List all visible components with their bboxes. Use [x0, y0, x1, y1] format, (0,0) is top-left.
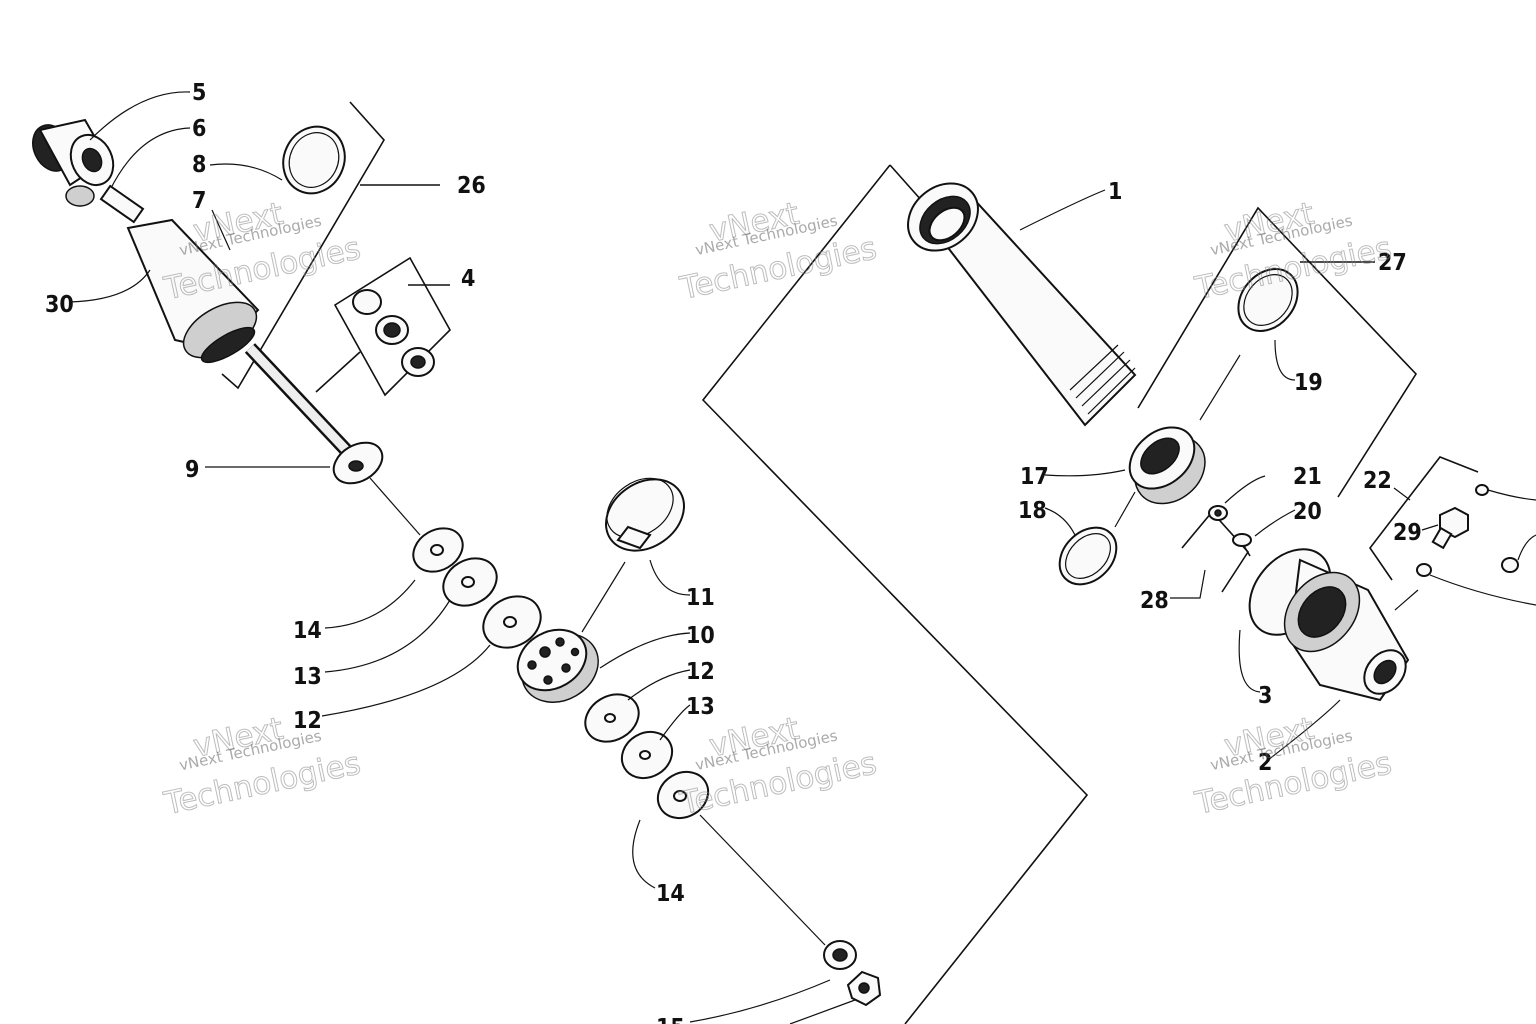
bracket-22 — [1369, 456, 1479, 581]
leader-10 — [599, 632, 691, 669]
part-19-seal — [1237, 268, 1299, 332]
callout-7: 7 — [192, 188, 206, 214]
leader-20 — [1254, 509, 1296, 537]
callout-8: 8 — [192, 152, 206, 178]
part-2-reservoir-body — [1283, 558, 1410, 702]
part-17-end-cap — [1128, 426, 1206, 505]
callout-15: 15 — [656, 1015, 685, 1024]
callout-1: 1 — [1108, 179, 1122, 205]
callout-20: 20 — [1293, 499, 1322, 525]
leader-22 — [1393, 487, 1411, 501]
bracket-27 — [1137, 206, 1418, 498]
callout-2: 2 — [1258, 750, 1272, 776]
callout-30: 30 — [45, 292, 74, 318]
callout-3: 3 — [1258, 683, 1272, 709]
leader-15-b — [789, 999, 856, 1024]
part-1-cylinder-body — [907, 182, 1137, 427]
watermark: vNext vNext Technologies Technologies — [160, 195, 364, 307]
leader-13-b — [659, 704, 691, 741]
leader-3 — [1238, 629, 1261, 693]
leader-6 — [109, 127, 191, 191]
watermarks: vNext vNext Technologies Technologies vN… — [160, 195, 1395, 823]
part-8-seal-ring — [282, 125, 346, 195]
reservoir-assembly — [1044, 206, 1536, 761]
part-20-screw — [1232, 533, 1252, 557]
callout-9: 9 — [185, 457, 199, 483]
lower-shim-stack — [584, 693, 710, 820]
watermark: vNext vNext Technologies Technologies — [676, 195, 880, 307]
leader-8 — [209, 163, 283, 181]
leader-12-a — [321, 644, 491, 717]
leader-28 — [1170, 569, 1206, 599]
leader-19 — [1274, 339, 1296, 381]
leader-1 — [1019, 189, 1106, 231]
leader-14-a — [324, 579, 416, 629]
callout-14-b: 14 — [656, 881, 685, 907]
part-11-piston-ring — [605, 477, 685, 552]
callout-12-b: 12 — [686, 659, 715, 685]
leader-17 — [1044, 469, 1126, 477]
callout-4: 4 — [461, 266, 475, 292]
part-30-rod-end — [99, 184, 260, 364]
leader-29 — [1421, 524, 1439, 531]
callout-17: 17 — [1020, 464, 1049, 490]
callout-6: 6 — [192, 116, 206, 142]
leader-30 — [69, 269, 151, 303]
bracket-main — [701, 164, 1089, 1024]
callout-28: 28 — [1140, 588, 1169, 614]
part-18-ring — [1058, 526, 1118, 586]
part-10-piston — [516, 628, 599, 703]
leader-2 — [1267, 699, 1341, 761]
callout-27: 27 — [1378, 250, 1407, 276]
callout-12-a: 12 — [293, 708, 322, 734]
callout-11: 11 — [686, 585, 715, 611]
callout-5: 5 — [192, 80, 206, 106]
leader-12-b — [627, 669, 691, 701]
callout-10: 10 — [686, 623, 715, 649]
callout-18: 18 — [1018, 498, 1047, 524]
callout-13-b: 13 — [686, 694, 715, 720]
part-15-nut — [823, 940, 882, 1007]
part-5-eye-cap — [32, 118, 115, 207]
leader-14-b — [632, 819, 656, 889]
shim-stack — [412, 527, 542, 649]
leader-7 — [211, 209, 231, 251]
watermark: vNext vNext Technologies Technologies — [160, 710, 364, 822]
cylinder-assembly — [701, 164, 1137, 1024]
callout-19: 19 — [1294, 370, 1323, 396]
bracket-26 — [221, 101, 385, 390]
watermark: vNext vNext Technologies Technologies — [1191, 710, 1395, 822]
callout-labels: 5 6 8 7 26 30 4 9 14 13 12 11 10 12 13 1… — [45, 80, 1422, 1024]
leader-13-a — [324, 599, 451, 673]
callout-22: 22 — [1363, 468, 1392, 494]
leader-5 — [89, 91, 191, 141]
piston-rod-assembly — [32, 91, 882, 1024]
callout-29: 29 — [1393, 520, 1422, 546]
callout-14-a: 14 — [293, 618, 322, 644]
leader-18 — [1044, 507, 1076, 536]
leader-21 — [1224, 475, 1266, 504]
bracket-4 — [333, 256, 451, 397]
callout-26: 26 — [457, 173, 486, 199]
callout-13-a: 13 — [293, 664, 322, 690]
callout-21: 21 — [1293, 464, 1322, 490]
leader-15-a — [689, 979, 831, 1023]
leader-11 — [649, 559, 691, 596]
part-4-bushings — [352, 289, 435, 377]
part-29-valve — [1416, 484, 1519, 577]
bracket-28 — [1181, 510, 1250, 593]
